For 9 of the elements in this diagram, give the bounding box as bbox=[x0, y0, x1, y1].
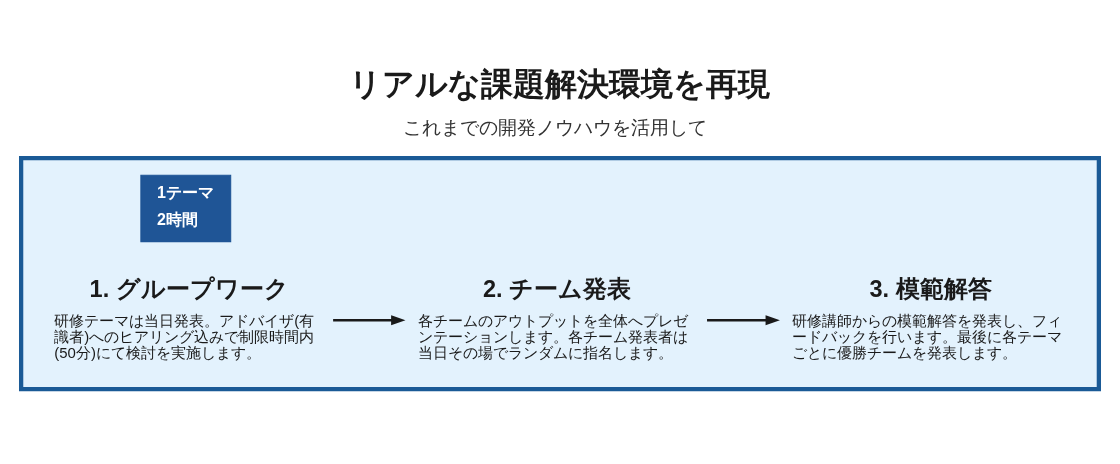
arrow bbox=[333, 315, 406, 326]
cluster bbox=[19, 156, 1101, 392]
arrow bbox=[707, 315, 780, 326]
node-text: 1. グループワーク 研修テーマは当日発表。アドバイザ(有識者)へのヒアリング込みで制限時間内(50分)にて検討を実施します。 bbox=[54, 276, 315, 361]
node-box: 1テーマ 2時間 bbox=[140, 174, 232, 243]
node-text: 2. チーム発表 各チームのアウトプットを全体へプレゼンテーションします。各チーム発表者は当日その場でランダムに指名します。 bbox=[417, 276, 688, 361]
diagram-title: リアルな課題解決環境を再現 bbox=[349, 66, 771, 103]
node-text: 3. 模範解答 研修講師からの模範解答を発表し、フィードバックを行います。最後に各テーマごとに優勝チームを発表します。 bbox=[792, 276, 1063, 361]
label: これまでの開発ノウハウを活用して bbox=[402, 117, 707, 139]
